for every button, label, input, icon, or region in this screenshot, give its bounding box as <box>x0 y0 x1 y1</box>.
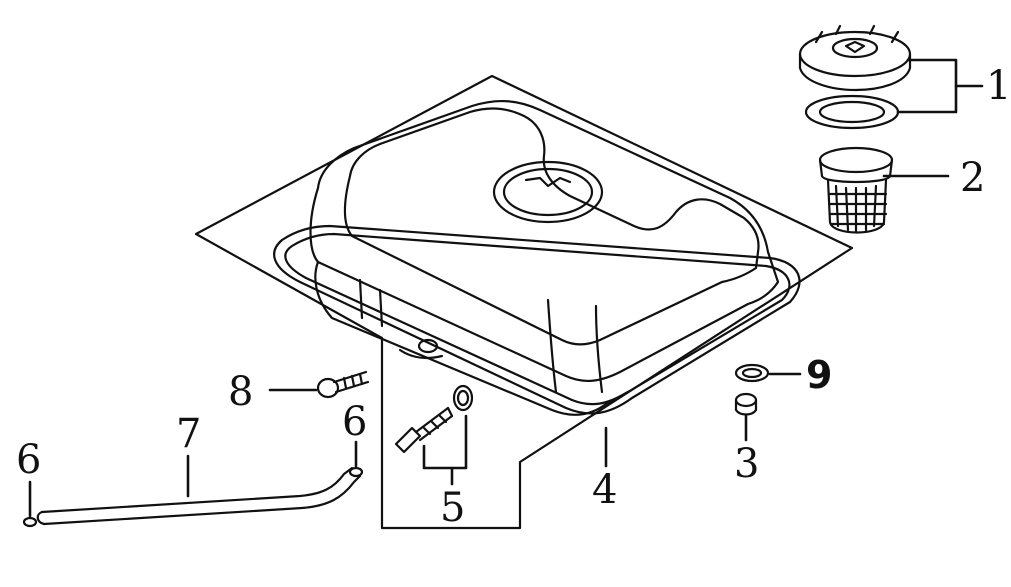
sealing-washer <box>734 363 770 383</box>
callout-6-left: 6 <box>16 437 42 483</box>
fuel-hose <box>36 466 362 526</box>
callout-7: 7 <box>176 411 202 457</box>
cap-gasket <box>804 94 900 130</box>
drain-bolt <box>734 392 758 416</box>
leader-lines <box>28 58 984 518</box>
tank-bolt <box>316 370 370 399</box>
callout-9: 9 <box>806 353 833 397</box>
callout-3: 3 <box>734 441 760 487</box>
hose-clamp-left <box>22 516 38 528</box>
fuel-cap <box>798 24 912 92</box>
callout-2: 2 <box>960 155 986 201</box>
assembly-outline <box>194 74 854 530</box>
callout-8: 8 <box>228 369 254 415</box>
callout-6-right: 6 <box>342 399 368 445</box>
hose-clamp-right <box>348 466 364 478</box>
fuel-valve <box>394 384 474 454</box>
fuel-filter-strainer <box>818 146 894 234</box>
callout-4: 4 <box>592 467 618 513</box>
callout-1: 1 <box>986 63 1011 109</box>
fuel-tank <box>273 99 801 416</box>
callout-5: 5 <box>440 485 466 531</box>
